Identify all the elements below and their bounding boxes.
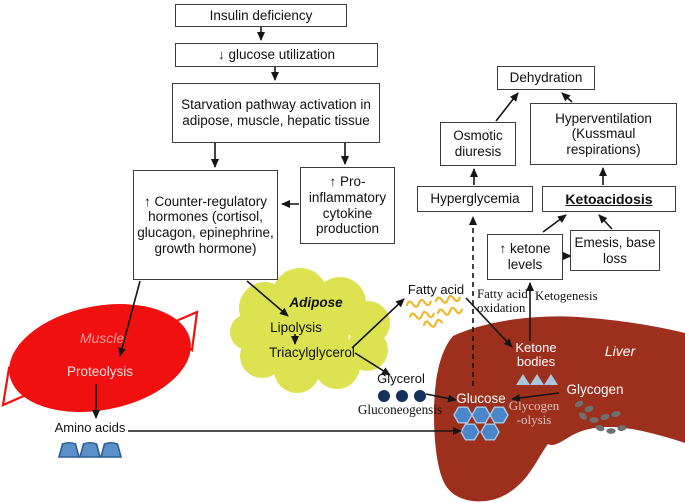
arrow-triacylglycerol-to-fatty-acid xyxy=(351,298,405,349)
fatty-acid-label: Fatty acid xyxy=(407,282,465,297)
arrow-glycogen-to-glucose xyxy=(511,392,560,402)
glycerol-label: Glycerol xyxy=(377,371,425,386)
box-hyperventilation: Hyperventilation (Kussmaul respirations) xyxy=(530,103,677,165)
arrow-osmotic-diuresis-to-dehydration xyxy=(495,92,519,122)
muscle-belly xyxy=(9,304,191,412)
box-hyperglycemia: Hyperglycemia xyxy=(417,186,533,212)
glycogen-label: Glycogen xyxy=(566,382,624,397)
arrows-layer xyxy=(92,27,613,435)
glucose-icon xyxy=(453,406,509,441)
glycogenolysis-line1: Glycogen xyxy=(508,398,560,413)
box-ketone-levels: ↑ ketone levels xyxy=(487,234,563,280)
arrow-counter-regulatory-to-adipose xyxy=(246,280,289,317)
glycogen-icon xyxy=(574,400,627,434)
arrow-hyperventilation-to-dehydration xyxy=(561,92,573,103)
fatty-acid-icon xyxy=(405,294,463,328)
box-ketoacidosis: Ketoacidosis xyxy=(542,186,676,212)
arrow-glycerol-to-liver-glucose xyxy=(425,393,457,403)
ketone-bodies-label: Ketone bodies xyxy=(515,340,557,370)
gluconeogenesis-label: Gluconeogensis xyxy=(357,402,443,417)
amino-acids-label: Amino acids xyxy=(54,420,126,435)
arrow-fatty-acid-to-ketone-bodies xyxy=(465,297,513,348)
liver-shape xyxy=(434,316,685,502)
liver-glucose-label: Glucose xyxy=(456,391,506,406)
box-starvation-pathway: Starvation pathway activation in adipose… xyxy=(172,83,380,143)
box-osmotic-diuresis: Osmotic diuresis xyxy=(440,122,516,166)
box-emesis-base-loss: Emesis, base loss xyxy=(570,230,660,271)
lipolysis-label: Lipolysis xyxy=(270,320,322,335)
glycogenolysis-label: Glycogen -olysis xyxy=(500,398,568,428)
arrow-counter-regulatory-to-muscle xyxy=(118,280,141,357)
arrow-triacylglycerol-to-glycerol xyxy=(354,352,391,376)
glycogenolysis-line2: -olysis xyxy=(516,412,552,428)
box-dehydration: Dehydration xyxy=(497,66,595,90)
arrow-ketone-levels-to-ketoacidosis xyxy=(542,214,567,233)
amino-acid-icon xyxy=(57,441,123,458)
triacylglycerol-label: Triacylglycerol xyxy=(269,345,355,360)
box-pro-inflammatory-cytokine: ↑ Pro-inflammatory cytokine production xyxy=(300,167,395,244)
box-counter-regulatory-hormones: ↑ Counter-regulatory hormones (cortisol,… xyxy=(133,170,278,280)
glycerol-icon xyxy=(378,390,426,402)
box-glucose-utilization: ↓ glucose utilization xyxy=(175,43,378,67)
ketone-bodies-icon xyxy=(516,374,558,385)
proteolysis-label: Proteolysis xyxy=(66,364,134,379)
muscle-label: Muscle xyxy=(79,330,125,346)
adipose-label: Adipose xyxy=(289,295,343,310)
ketogenesis-label: Ketogenesis xyxy=(535,289,598,303)
fatty-acid-oxidation-label: Fatty acid oxidation xyxy=(477,287,528,315)
muscle-shape xyxy=(1,304,199,412)
box-insulin-deficiency: Insulin deficiency xyxy=(175,4,347,27)
liver-label: Liver xyxy=(604,343,636,359)
arrow-emesis-to-ketoacidosis xyxy=(598,214,613,230)
